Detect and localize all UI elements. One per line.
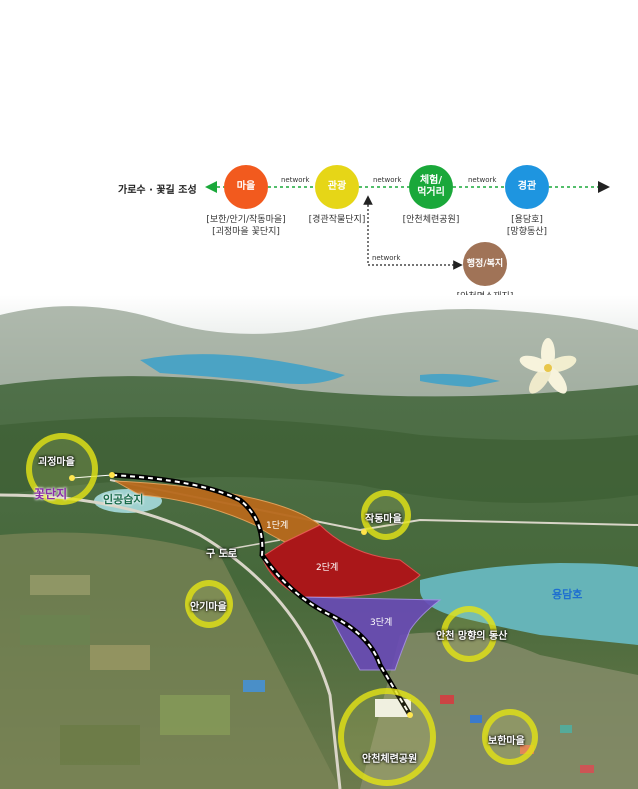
label-flower: 꽃단지 bbox=[34, 487, 68, 501]
label-lake: 용담호 bbox=[552, 588, 583, 601]
ring-goejeong bbox=[26, 433, 98, 505]
label-phase-3: 3단계 bbox=[370, 618, 393, 628]
node-landscape: 경관 bbox=[505, 165, 549, 209]
ring-angi bbox=[185, 580, 233, 628]
network-edge-label: network bbox=[468, 176, 497, 184]
label-phase-2: 2단계 bbox=[316, 563, 339, 573]
label-phase-1: 1단계 bbox=[266, 521, 289, 531]
node-tourism-caption: [경관작물단지] bbox=[308, 215, 366, 225]
label-manghyang: 안천 망향의 동산 bbox=[436, 631, 508, 642]
ring-bohan bbox=[482, 709, 538, 765]
network-start-label: 가로수 · 꽃길 조성 bbox=[118, 185, 197, 196]
aerial-map: 괴정마을 꽃단지 인공습지 작동마을 구 도로 안기마을 용담호 안천 망향의 … bbox=[0, 295, 638, 789]
network-edge-label: network bbox=[281, 176, 310, 184]
label-old-road: 구 도로 bbox=[206, 549, 238, 560]
label-goejeong: 괴정마을 bbox=[38, 457, 75, 468]
node-landscape-caption: [용담호] [망향동산] bbox=[506, 215, 548, 237]
label-park: 안천체련공원 bbox=[362, 754, 418, 765]
ring-jakdong bbox=[361, 490, 411, 540]
network-edge-label: network bbox=[373, 176, 402, 184]
node-experience: 체험/ 먹거리 bbox=[409, 165, 453, 209]
node-village: 마을 bbox=[224, 165, 268, 209]
label-bohan: 보한마을 bbox=[488, 736, 525, 747]
network-lines bbox=[205, 181, 610, 270]
ring-manghyang bbox=[441, 606, 497, 662]
ring-park bbox=[338, 688, 436, 786]
node-administration: 행정/복지 bbox=[463, 242, 507, 286]
network-edge-label: network bbox=[372, 254, 401, 262]
label-wetland: 인공습지 bbox=[103, 493, 144, 506]
label-angi: 안기마을 bbox=[190, 602, 227, 613]
aerial-photo bbox=[0, 295, 638, 789]
node-tourism: 관광 bbox=[315, 165, 359, 209]
node-experience-caption: [안천체련공원] bbox=[402, 215, 460, 225]
node-village-caption: [보한/안기/작동마을] [괴정마을 꽃단지] bbox=[206, 215, 286, 237]
label-jakdong: 작동마을 bbox=[365, 514, 402, 525]
lily-flower-icon bbox=[519, 338, 577, 394]
